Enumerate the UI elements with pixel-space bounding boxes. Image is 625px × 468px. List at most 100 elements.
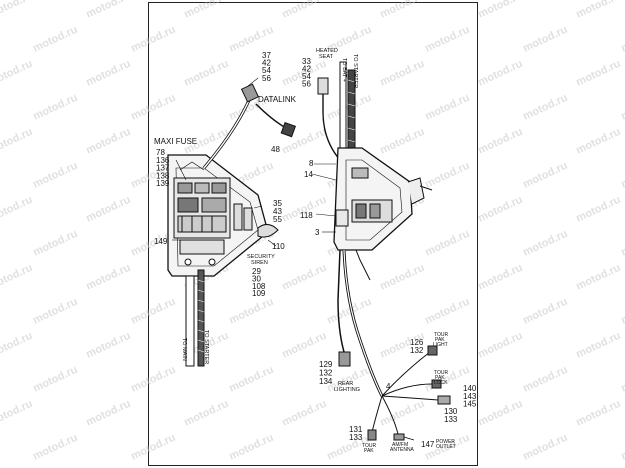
callout-number: 126 xyxy=(410,338,424,347)
watermark-text: motod.ru xyxy=(574,58,622,89)
callout-48: 48 xyxy=(271,145,280,154)
watermark-text: motod.ru xyxy=(84,194,132,225)
watermark-text: motod.ru xyxy=(0,262,34,293)
callout-number: 131 xyxy=(349,425,363,434)
watermark-text: motod.ru xyxy=(619,24,625,55)
watermark-text: motod.ru xyxy=(521,432,569,463)
label-antenna-line: AM/FM xyxy=(392,442,408,448)
callout-number: 56 xyxy=(262,74,271,83)
callout-number: 134 xyxy=(319,377,333,386)
security-siren xyxy=(257,224,279,238)
callout-14: 14 xyxy=(304,170,313,179)
callout-147: 147 xyxy=(421,440,435,449)
watermark-text: motod.ru xyxy=(84,262,132,293)
callout-118: 118 xyxy=(300,211,313,220)
heated-seat-connector xyxy=(317,77,329,95)
watermark-text: motod.ru xyxy=(476,58,524,89)
label-power-outlet-line: OUTLET xyxy=(436,444,456,450)
label-tour-lock-line: PAK xyxy=(435,375,445,381)
callout-number: 54 xyxy=(262,66,271,75)
callout-number: 108 xyxy=(252,282,266,291)
callout-number: 133 xyxy=(349,433,363,442)
watermark-text: motod.ru xyxy=(619,432,625,463)
label-to-bat: TO BAT + xyxy=(341,58,347,82)
mounting-hole xyxy=(184,258,192,266)
watermark-text: motod.ru xyxy=(574,194,622,225)
starter-cable xyxy=(197,269,205,367)
tour-pak-lock-branch xyxy=(381,383,433,397)
callout-number: 133 xyxy=(444,415,458,424)
watermark-text: motod.ru xyxy=(521,364,569,395)
label-am-fm-antenna: AM/FM ANTENNA xyxy=(390,442,415,453)
watermark-text: motod.ru xyxy=(31,228,79,259)
label-tour-lock-line: TOUR xyxy=(434,370,448,376)
tour-pak-branch xyxy=(371,395,383,433)
callout-number: 143 xyxy=(463,392,477,401)
callout-number: 109 xyxy=(252,289,266,298)
label-tour-pak: TOUR PAK xyxy=(362,443,377,454)
label-rear-lighting-line: REAR xyxy=(338,381,353,387)
watermark-text: motod.ru xyxy=(574,398,622,429)
watermark-text: motod.ru xyxy=(84,0,132,21)
watermark-text: motod.ru xyxy=(574,0,622,21)
callout-110: 110 xyxy=(272,242,285,251)
watermark-text: motod.ru xyxy=(31,92,79,123)
callout-number: 29 xyxy=(252,267,261,276)
label-security-siren-line: SECURITY xyxy=(247,254,275,260)
label-heated-seat-line: HEATED xyxy=(316,48,338,54)
label-rear-lighting: REAR LIGHTING xyxy=(334,381,360,393)
callout-number: 42 xyxy=(262,59,271,68)
watermark-text: motod.ru xyxy=(0,58,34,89)
watermark-text: motod.ru xyxy=(619,92,625,123)
callout-number: 132 xyxy=(410,346,424,355)
label-to-starter: TO STARTER xyxy=(203,330,209,364)
watermark-text: motod.ru xyxy=(476,0,524,21)
callout-number: 37 xyxy=(262,51,271,60)
watermark-text: motod.ru xyxy=(476,398,524,429)
callout-number: 30 xyxy=(252,274,261,283)
callout-number: 136 xyxy=(156,156,170,165)
watermark-text: motod.ru xyxy=(619,228,625,259)
callout-149: 149 xyxy=(154,237,168,246)
callout-number: 137 xyxy=(156,164,170,173)
label-tour-pak-light: TOUR PAK LIGHT xyxy=(433,332,449,348)
label-antenna-line: ANTENNA xyxy=(390,447,415,453)
left-harness-assembly xyxy=(167,77,296,367)
label-tour-light-line: PAK xyxy=(435,337,445,343)
antenna-branch xyxy=(381,395,399,435)
label-maxi-fuse: MAXI FUSE xyxy=(154,137,197,146)
callout-number: 55 xyxy=(273,215,282,224)
label-security-siren: SECURITY SIREN xyxy=(247,254,276,266)
watermark-text: motod.ru xyxy=(619,296,625,327)
callout-number: 78 xyxy=(156,148,165,157)
watermark-text: motod.ru xyxy=(0,398,34,429)
label-datalink: DATALINK xyxy=(258,95,297,104)
watermark-text: motod.ru xyxy=(521,296,569,327)
watermark-text: motod.ru xyxy=(31,432,79,463)
watermark-text: motod.ru xyxy=(521,228,569,259)
callout-number: 132 xyxy=(319,369,333,378)
watermark-text: motod.ru xyxy=(476,194,524,225)
callout-number: 145 xyxy=(463,400,477,409)
watermark-text: motod.ru xyxy=(0,330,34,361)
watermark-text: motod.ru xyxy=(84,126,132,157)
callout-4: 4 xyxy=(386,382,391,391)
rear-lighting-connector xyxy=(338,351,351,367)
datalink-connector xyxy=(240,83,260,103)
label-heated-seat-line: SEAT xyxy=(319,54,334,60)
watermark-text: motod.ru xyxy=(521,92,569,123)
callout-number: 42 xyxy=(302,65,311,74)
watermark-text: motod.ru xyxy=(476,330,524,361)
watermark-text: motod.ru xyxy=(574,330,622,361)
label-to-main: TO MAIN xyxy=(181,338,187,361)
watermark-text: motod.ru xyxy=(84,330,132,361)
watermark-text: motod.ru xyxy=(0,194,34,225)
callout-number: 140 xyxy=(463,384,477,393)
